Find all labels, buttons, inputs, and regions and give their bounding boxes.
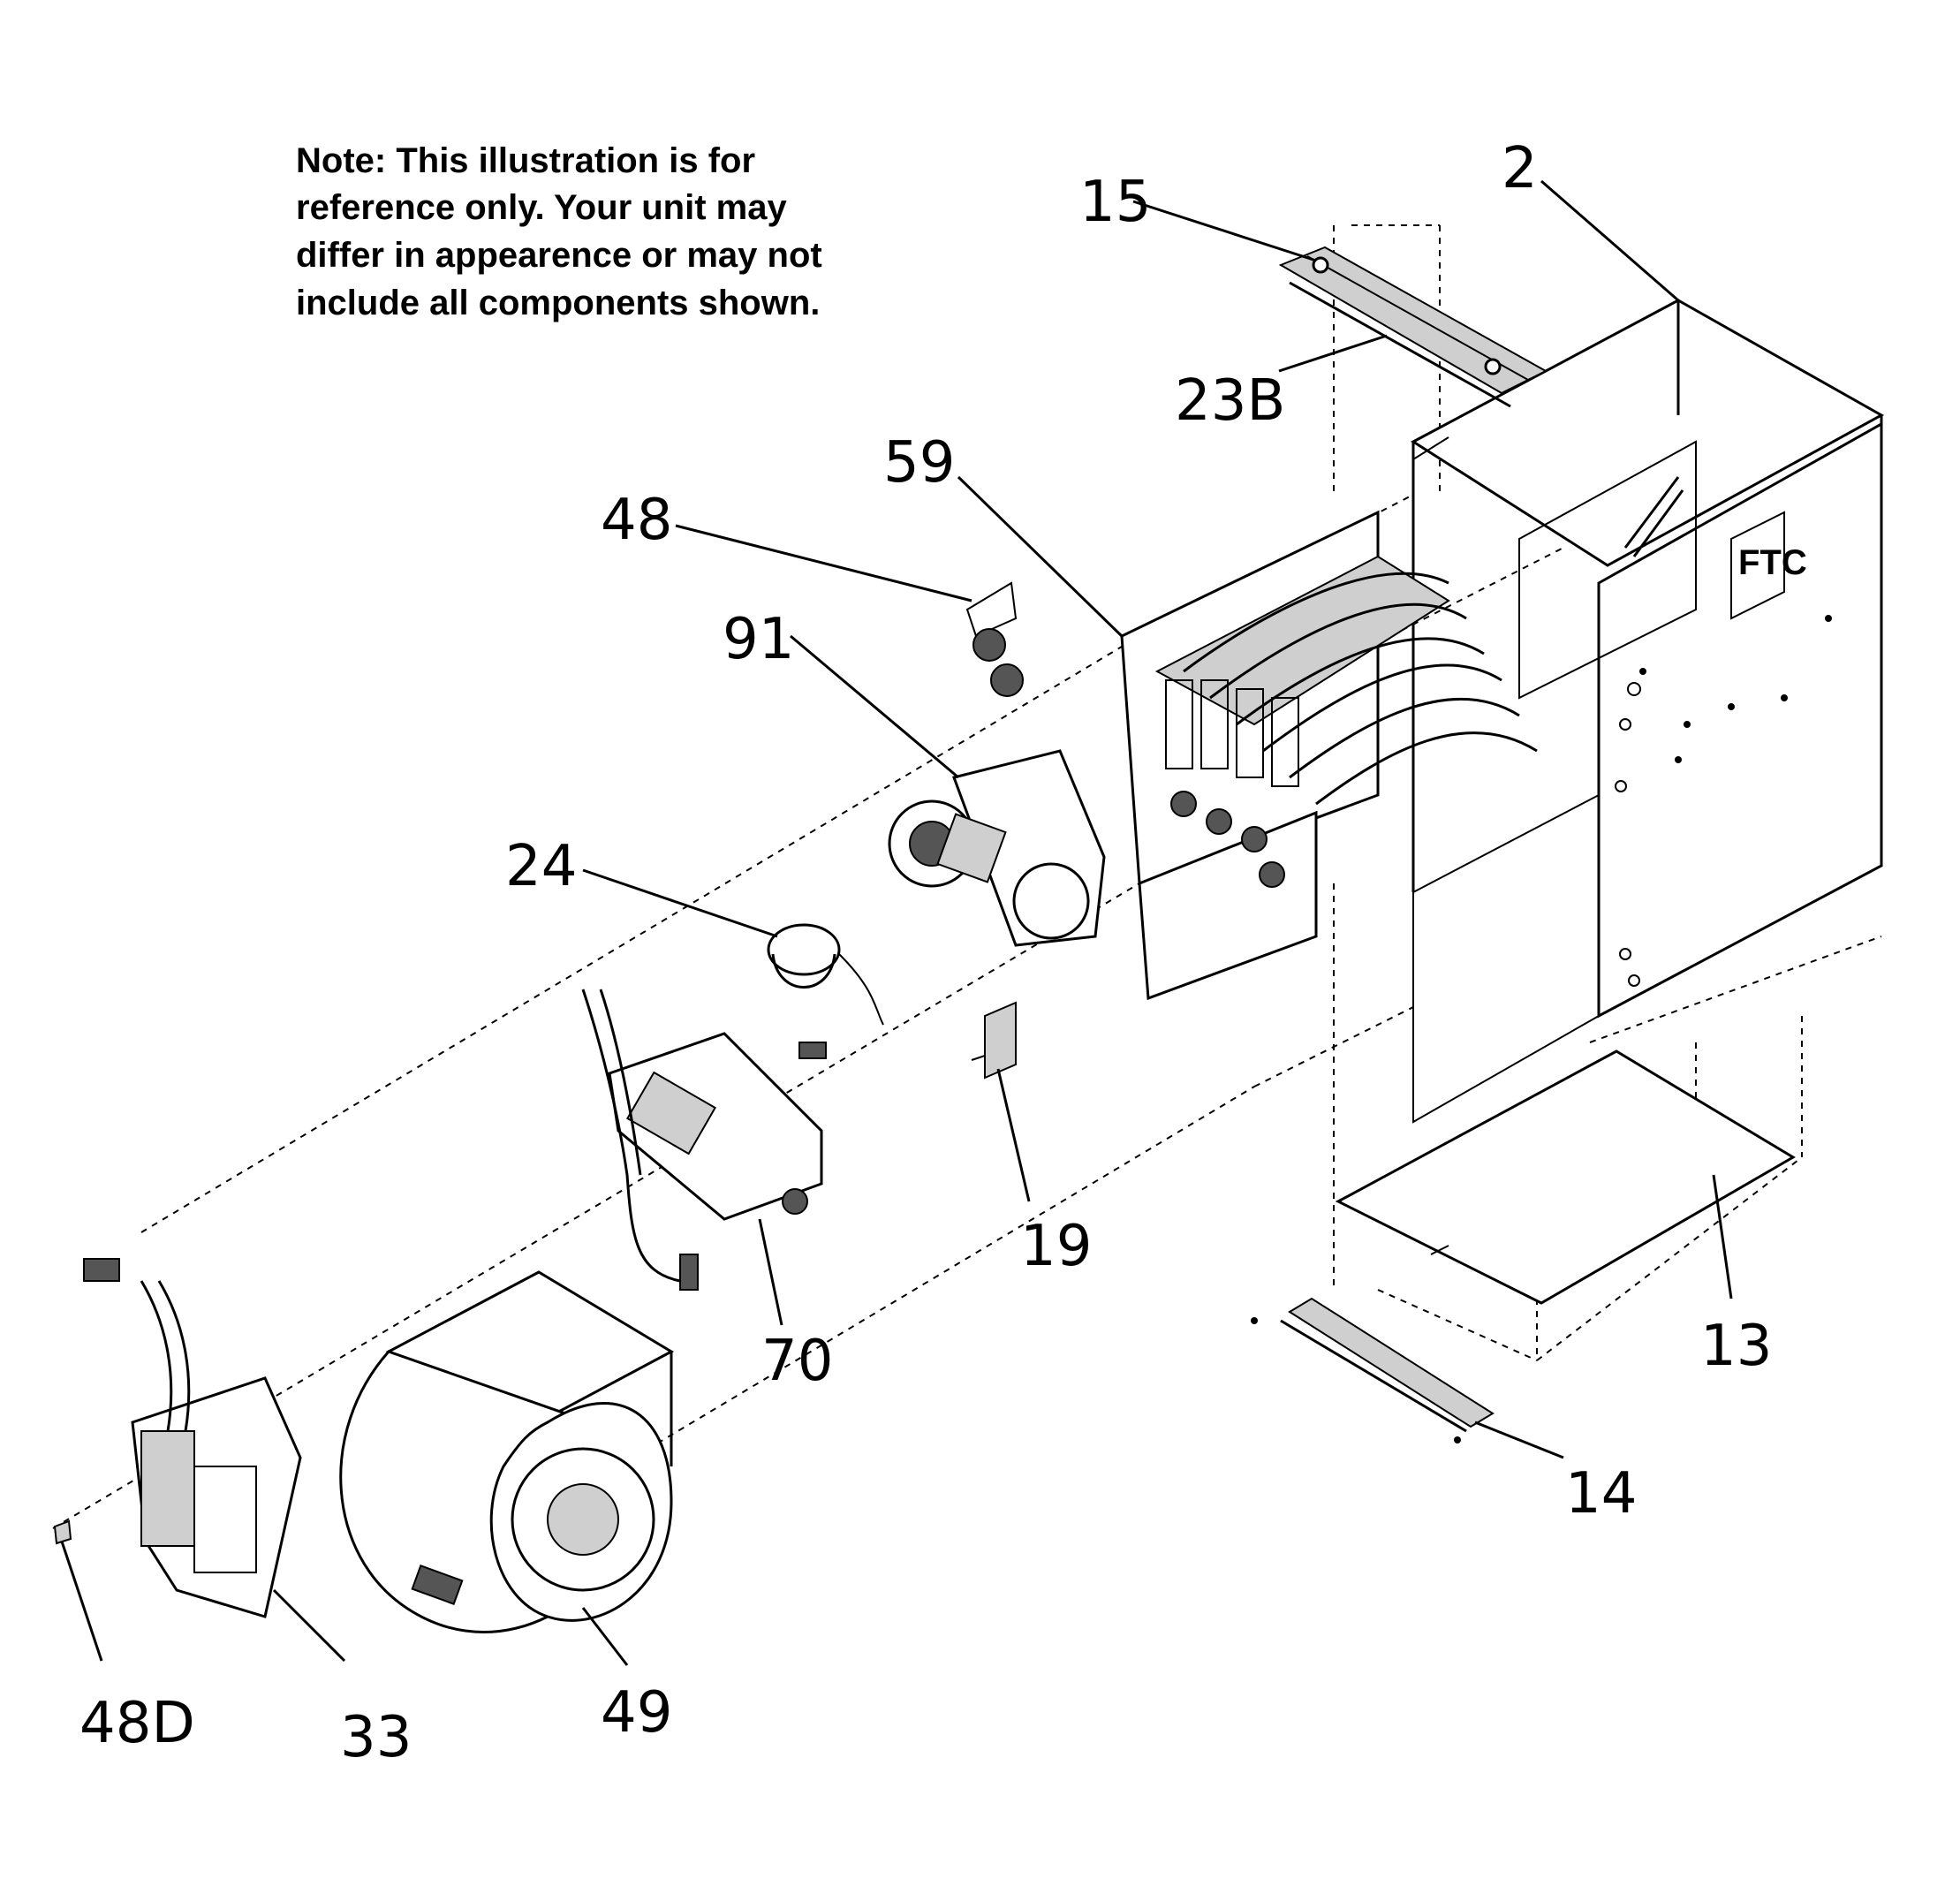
callout-24: 24 <box>505 834 577 899</box>
cabinet-holes <box>1615 615 1832 987</box>
control-assembly-part-33 <box>53 1258 302 1618</box>
callout-48: 48 <box>601 488 672 553</box>
bottom-rail-part-14 <box>1251 1297 1495 1443</box>
fuse-part-48D <box>53 1519 72 1545</box>
callout-23b: 23B <box>1175 368 1285 434</box>
note-line-4: include all components shown. <box>296 284 820 322</box>
callout-13: 13 <box>1700 1314 1772 1379</box>
callout-48d: 48D <box>79 1691 195 1756</box>
note-line-3: differ in appearence or may not <box>296 236 822 275</box>
cabinet-part-2: FTC <box>1411 299 1885 1124</box>
burner-ports <box>1165 679 1299 787</box>
callout-91: 91 <box>723 607 794 672</box>
heat-exchanger-part-59 <box>1120 510 1538 1001</box>
callout-14: 14 <box>1565 1461 1637 1527</box>
inducer-assembly-part-91 <box>888 749 1106 947</box>
note-line-1: Note: This illustration is for <box>296 141 755 180</box>
limit-switch-part-19 <box>971 1001 1017 1080</box>
callout-labels: 2 15 23B 59 48 91 24 19 70 13 14 48D 33 … <box>79 136 1772 1770</box>
base-panel-part-13 <box>1335 1049 1796 1305</box>
note-line-2: reference only. Your unit may <box>296 188 787 227</box>
callout-15: 15 <box>1079 170 1151 235</box>
leader-lines <box>60 179 1733 1666</box>
pressure-switch-part-24 <box>767 923 884 1059</box>
heat-exchanger-tubes <box>1183 572 1538 806</box>
bracket-part-48 <box>965 581 1024 697</box>
panel-label: FTC <box>1738 543 1807 582</box>
gas-valve-part-70 <box>581 989 823 1291</box>
blower-assembly-part-49 <box>339 1270 675 1633</box>
top-bracket-part-15 <box>1278 246 1548 408</box>
callout-70: 70 <box>761 1329 833 1394</box>
callout-33: 33 <box>340 1705 412 1770</box>
label-plate <box>1730 511 1785 620</box>
callout-49: 49 <box>601 1680 672 1746</box>
reference-note: Note: This illustration is for reference… <box>296 141 822 322</box>
callout-19: 19 <box>1020 1214 1092 1279</box>
callout-2: 2 <box>1502 136 1538 201</box>
callout-59: 59 <box>883 430 955 496</box>
